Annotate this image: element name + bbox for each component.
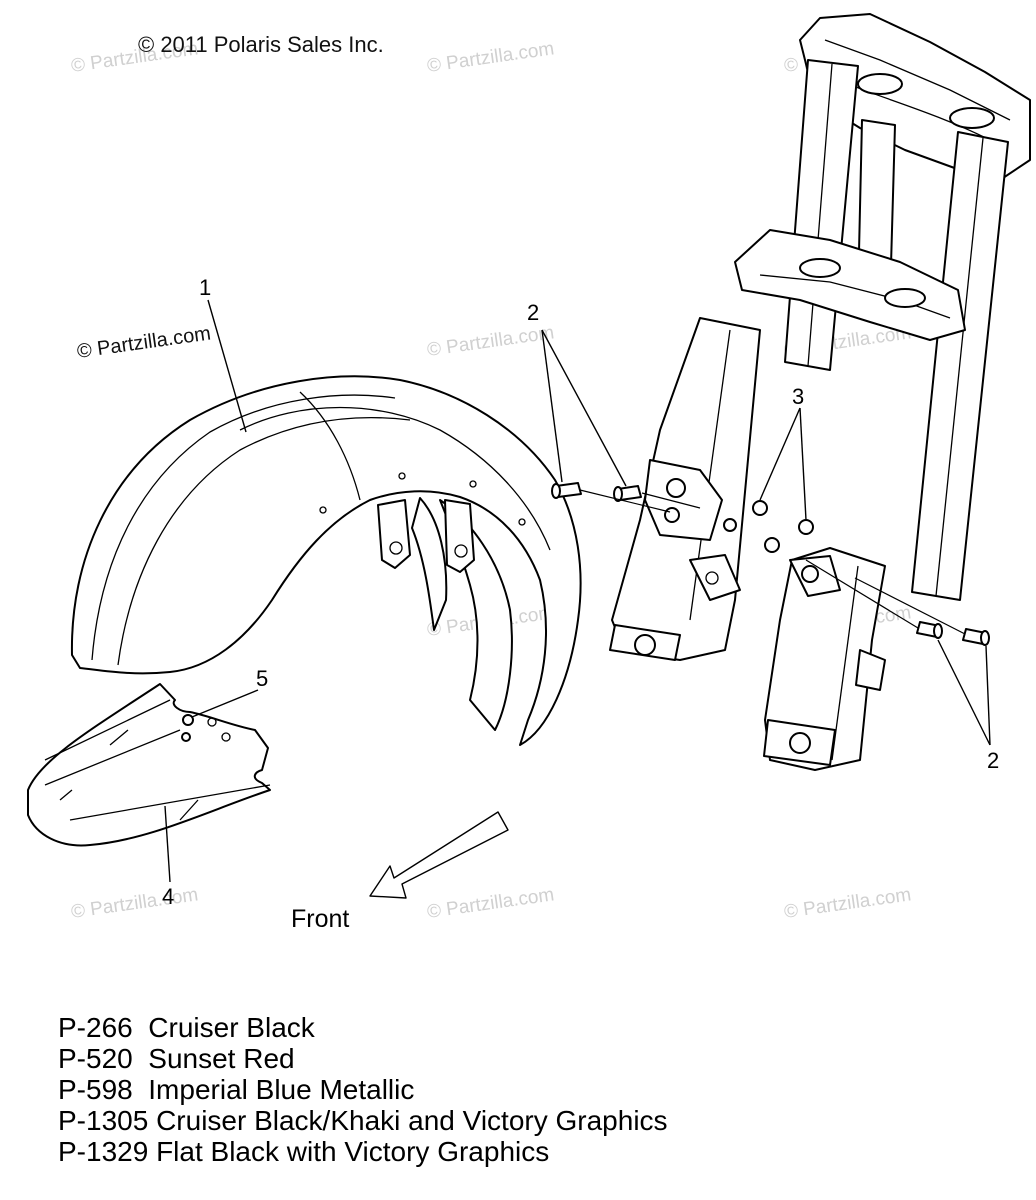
front-direction-arrow bbox=[369, 811, 509, 899]
callout-lower-trim: 4 bbox=[162, 884, 174, 909]
fasteners bbox=[551, 482, 990, 646]
paint-code-item: P-520 Sunset Red bbox=[58, 1043, 668, 1074]
paint-code-item: P-1329 Flat Black with Victory Graphics bbox=[58, 1136, 668, 1167]
callout-nuts: 3 bbox=[792, 384, 804, 409]
leader-lines bbox=[164, 299, 991, 883]
watermark: © Partzilla.com bbox=[426, 38, 556, 77]
callout-screws-lower: 2 bbox=[987, 748, 999, 773]
paint-code-list: P-266 Cruiser Black P-520 Sunset Red P-5… bbox=[58, 1012, 668, 1167]
callout-small-nut: 5 bbox=[256, 666, 268, 691]
callout-screws-upper: 2 bbox=[527, 300, 539, 325]
paint-code-item: P-1305 Cruiser Black/Khaki and Victory G… bbox=[58, 1105, 668, 1136]
paint-code-item: P-266 Cruiser Black bbox=[58, 1012, 668, 1043]
watermark: © Partzilla.com bbox=[783, 884, 913, 923]
paint-name: Cruiser Black bbox=[148, 1012, 315, 1043]
paint-name: Imperial Blue Metallic bbox=[148, 1074, 415, 1105]
paint-name: Sunset Red bbox=[148, 1043, 295, 1074]
front-fender bbox=[70, 375, 582, 746]
fender-lower-trim bbox=[27, 683, 271, 847]
paint-code: P-1305 bbox=[58, 1105, 149, 1136]
paint-name: Cruiser Black/Khaki and Victory Graphics bbox=[156, 1105, 668, 1136]
copyright-notice: © 2011 Polaris Sales Inc. bbox=[138, 32, 384, 57]
paint-code-item: P-598 Imperial Blue Metallic bbox=[58, 1074, 668, 1105]
watermark: © Partzilla.com bbox=[426, 884, 556, 923]
paint-code: P-598 bbox=[58, 1074, 133, 1105]
front-fork-assembly bbox=[609, 13, 1031, 771]
paint-code: P-520 bbox=[58, 1043, 133, 1074]
front-label: Front bbox=[291, 905, 349, 933]
paint-code: P-266 bbox=[58, 1012, 133, 1043]
paint-name: Flat Black with Victory Graphics bbox=[156, 1136, 550, 1167]
watermark: © Partzilla.com bbox=[70, 884, 200, 923]
paint-code: P-1329 bbox=[58, 1136, 149, 1167]
watermark-dark: © Partzilla.com bbox=[76, 322, 213, 363]
small-nut bbox=[181, 714, 194, 742]
watermark: © Partzilla.com bbox=[426, 322, 556, 361]
callout-fender: 1 bbox=[199, 275, 211, 300]
